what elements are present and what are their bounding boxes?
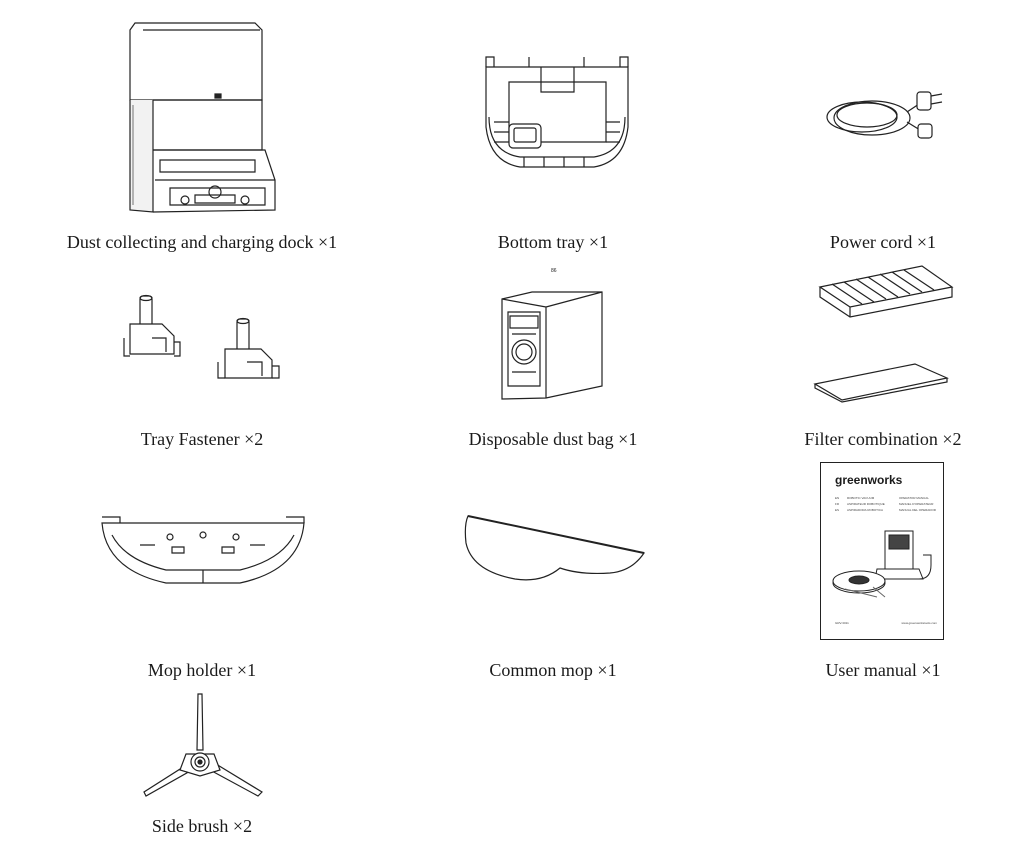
side-brush-illustration xyxy=(140,692,266,802)
power-cord-illustration xyxy=(822,82,946,142)
common-mop-illustration xyxy=(460,513,650,588)
item-label-dust-bag: Disposable dust bag ×1 xyxy=(468,429,638,449)
item-label-side-brush: Side brush ×2 xyxy=(151,816,253,836)
item-label-user-manual: User manual ×1 xyxy=(825,660,941,680)
mop-holder-illustration xyxy=(100,515,306,590)
manual-model-code: GRV-3011 xyxy=(835,621,849,625)
item-label-tray-fastener: Tray Fastener ×2 xyxy=(140,429,264,449)
dust-bag-illustration: 86 xyxy=(498,268,608,409)
item-label-common-mop: Common mop ×1 xyxy=(489,660,617,680)
bottom-tray-illustration xyxy=(484,52,630,172)
manual-cover-illustration xyxy=(827,525,939,605)
manual-brand: greenworks xyxy=(835,473,903,487)
filter-combination-illustration xyxy=(810,262,956,402)
tray-fastener-illustration xyxy=(122,294,284,384)
dock-illustration xyxy=(125,20,285,215)
item-label-dock: Dust collecting and charging dock ×1 xyxy=(66,232,338,252)
item-label-filter-combination: Filter combination ×2 xyxy=(804,429,962,449)
item-label-power-cord: Power cord ×1 xyxy=(829,232,937,252)
item-label-bottom-tray: Bottom tray ×1 xyxy=(497,232,609,252)
item-label-mop-holder: Mop holder ×1 xyxy=(147,660,257,680)
bag-marker: 86 xyxy=(551,268,557,274)
manual-website: www.greenworkstools.com xyxy=(901,621,937,625)
